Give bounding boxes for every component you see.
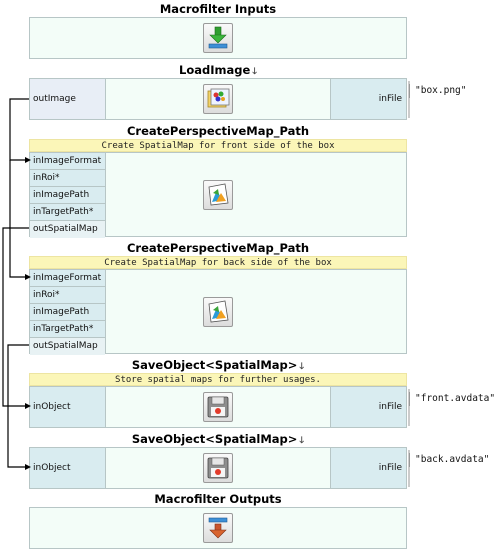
- perspective-map-icon: [203, 180, 233, 210]
- wire-out-image-to-map2: [9, 160, 27, 278]
- wire-arrowhead: [25, 274, 31, 280]
- blue-red-output-icon: [203, 513, 233, 543]
- load-image-title: LoadImage🡓: [179, 63, 257, 77]
- save-disk-icon: [203, 453, 233, 483]
- save1-title: SaveObject<SpatialMap>🡓: [131, 358, 305, 372]
- map2-port-out-spatial-map[interactable]: outSpatialMap: [30, 338, 105, 355]
- macrofilter-outputs-block[interactable]: [29, 507, 407, 549]
- macrofilter-inputs-title: Macrofilter Inputs: [159, 2, 277, 16]
- save2-block[interactable]: inObject inFile: [29, 447, 407, 489]
- map2-block[interactable]: inImageFormat inRoi* inImagePath inTarge…: [29, 269, 407, 355]
- wire-arrowhead: [25, 464, 31, 470]
- in-file-value[interactable]: "box.png": [409, 84, 466, 98]
- save2-left-column: inObject: [30, 448, 106, 488]
- save2-right-column: inFile: [330, 448, 406, 488]
- save1-file-value[interactable]: "front.avdata": [409, 392, 495, 406]
- save1-block[interactable]: inObject inFile: [29, 386, 407, 428]
- save-disk-icon: [203, 392, 233, 422]
- save2-file-value[interactable]: "back.avdata": [409, 453, 489, 467]
- wire-map2-to-save2: [7, 344, 29, 468]
- save2-title: SaveObject<SpatialMap>🡓: [131, 432, 305, 446]
- in-file-port[interactable]: inFile: [378, 94, 402, 104]
- map1-port-in-image-path[interactable]: inImagePath: [30, 187, 105, 204]
- wire-arrowhead: [25, 157, 31, 163]
- macrofilter-outputs-title: Macrofilter Outputs: [154, 492, 282, 506]
- map1-port-column: inImageFormat inRoi* inImagePath inTarge…: [30, 153, 106, 238]
- wire-map1-to-save1: [2, 227, 29, 407]
- save1-right-column: inFile: [330, 387, 406, 427]
- map1-port-in-image-format[interactable]: inImageFormat: [30, 153, 105, 170]
- map1-title: CreatePerspectiveMap_Path: [126, 124, 310, 138]
- wire-out-image-to-map1: [9, 98, 29, 161]
- save1-in-object-port[interactable]: inObject: [33, 402, 71, 412]
- map2-port-in-roi[interactable]: inRoi*: [30, 287, 105, 304]
- save1-in-file-port[interactable]: inFile: [378, 402, 402, 412]
- map2-title: CreatePerspectiveMap_Path: [126, 241, 310, 255]
- map1-port-out-spatial-map[interactable]: outSpatialMap: [30, 221, 105, 238]
- save2-in-file-port[interactable]: inFile: [378, 463, 402, 473]
- green-down-arrow-icon: [203, 23, 233, 53]
- map2-port-in-image-format[interactable]: inImageFormat: [30, 270, 105, 287]
- map1-description: Create SpatialMap for front side of the …: [29, 139, 407, 152]
- save1-description: Store spatial maps for further usages.: [29, 373, 407, 386]
- map2-port-column: inImageFormat inRoi* inImagePath inTarge…: [30, 270, 106, 355]
- save2-in-object-port[interactable]: inObject: [33, 463, 71, 473]
- load-image-icon: [203, 84, 233, 114]
- map1-port-in-target-path[interactable]: inTargetPath*: [30, 204, 105, 221]
- load-image-block[interactable]: outImage inFile: [29, 78, 407, 120]
- map2-port-in-image-path[interactable]: inImagePath: [30, 304, 105, 321]
- load-image-right-column: inFile: [330, 79, 406, 119]
- load-image-left-column: outImage: [30, 79, 106, 119]
- perspective-map-icon: [203, 297, 233, 327]
- map1-block[interactable]: inImageFormat inRoi* inImagePath inTarge…: [29, 152, 407, 238]
- macrofilter-inputs-block[interactable]: [29, 17, 407, 59]
- save1-left-column: inObject: [30, 387, 106, 427]
- wire-arrowhead: [25, 403, 31, 409]
- map2-description: Create SpatialMap for back side of the b…: [29, 256, 407, 269]
- map1-port-in-roi[interactable]: inRoi*: [30, 170, 105, 187]
- out-image-port[interactable]: outImage: [33, 94, 76, 104]
- map2-port-in-target-path[interactable]: inTargetPath*: [30, 321, 105, 338]
